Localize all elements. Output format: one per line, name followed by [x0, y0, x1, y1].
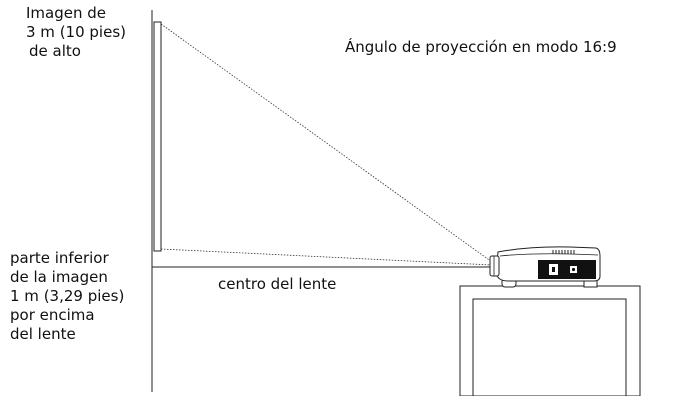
projector: [489, 246, 601, 288]
image-bottom-label-line-5: del lente: [10, 325, 76, 343]
lens-center-label: centro del lente: [218, 275, 337, 293]
image-bottom-label-line-1: parte inferior: [10, 249, 109, 267]
image-bottom-label-line-4: por encima: [10, 306, 95, 324]
image-bottom-label: parte inferior de la imagen 1 m (3,29 pi…: [10, 249, 124, 344]
image-height-label-line-1: Imagen de: [26, 4, 107, 22]
table: [459, 285, 641, 396]
projection-line-bottom: [160, 248, 493, 266]
image-height-label-line-3: de alto: [29, 42, 81, 60]
image-height-label: Imagen de 3 m (10 pies) de alto: [26, 4, 126, 61]
image-bottom-label-line-3: 1 m (3,29 pies): [10, 287, 125, 305]
image-height-label-line-2: 3 m (10 pies): [26, 23, 126, 41]
projection-line-top: [160, 23, 493, 263]
image-bottom-label-line-2: de la imagen: [10, 268, 108, 286]
diagram-title: Ángulo de proyección en modo 16:9: [345, 38, 617, 56]
projection-screen: [153, 21, 162, 252]
